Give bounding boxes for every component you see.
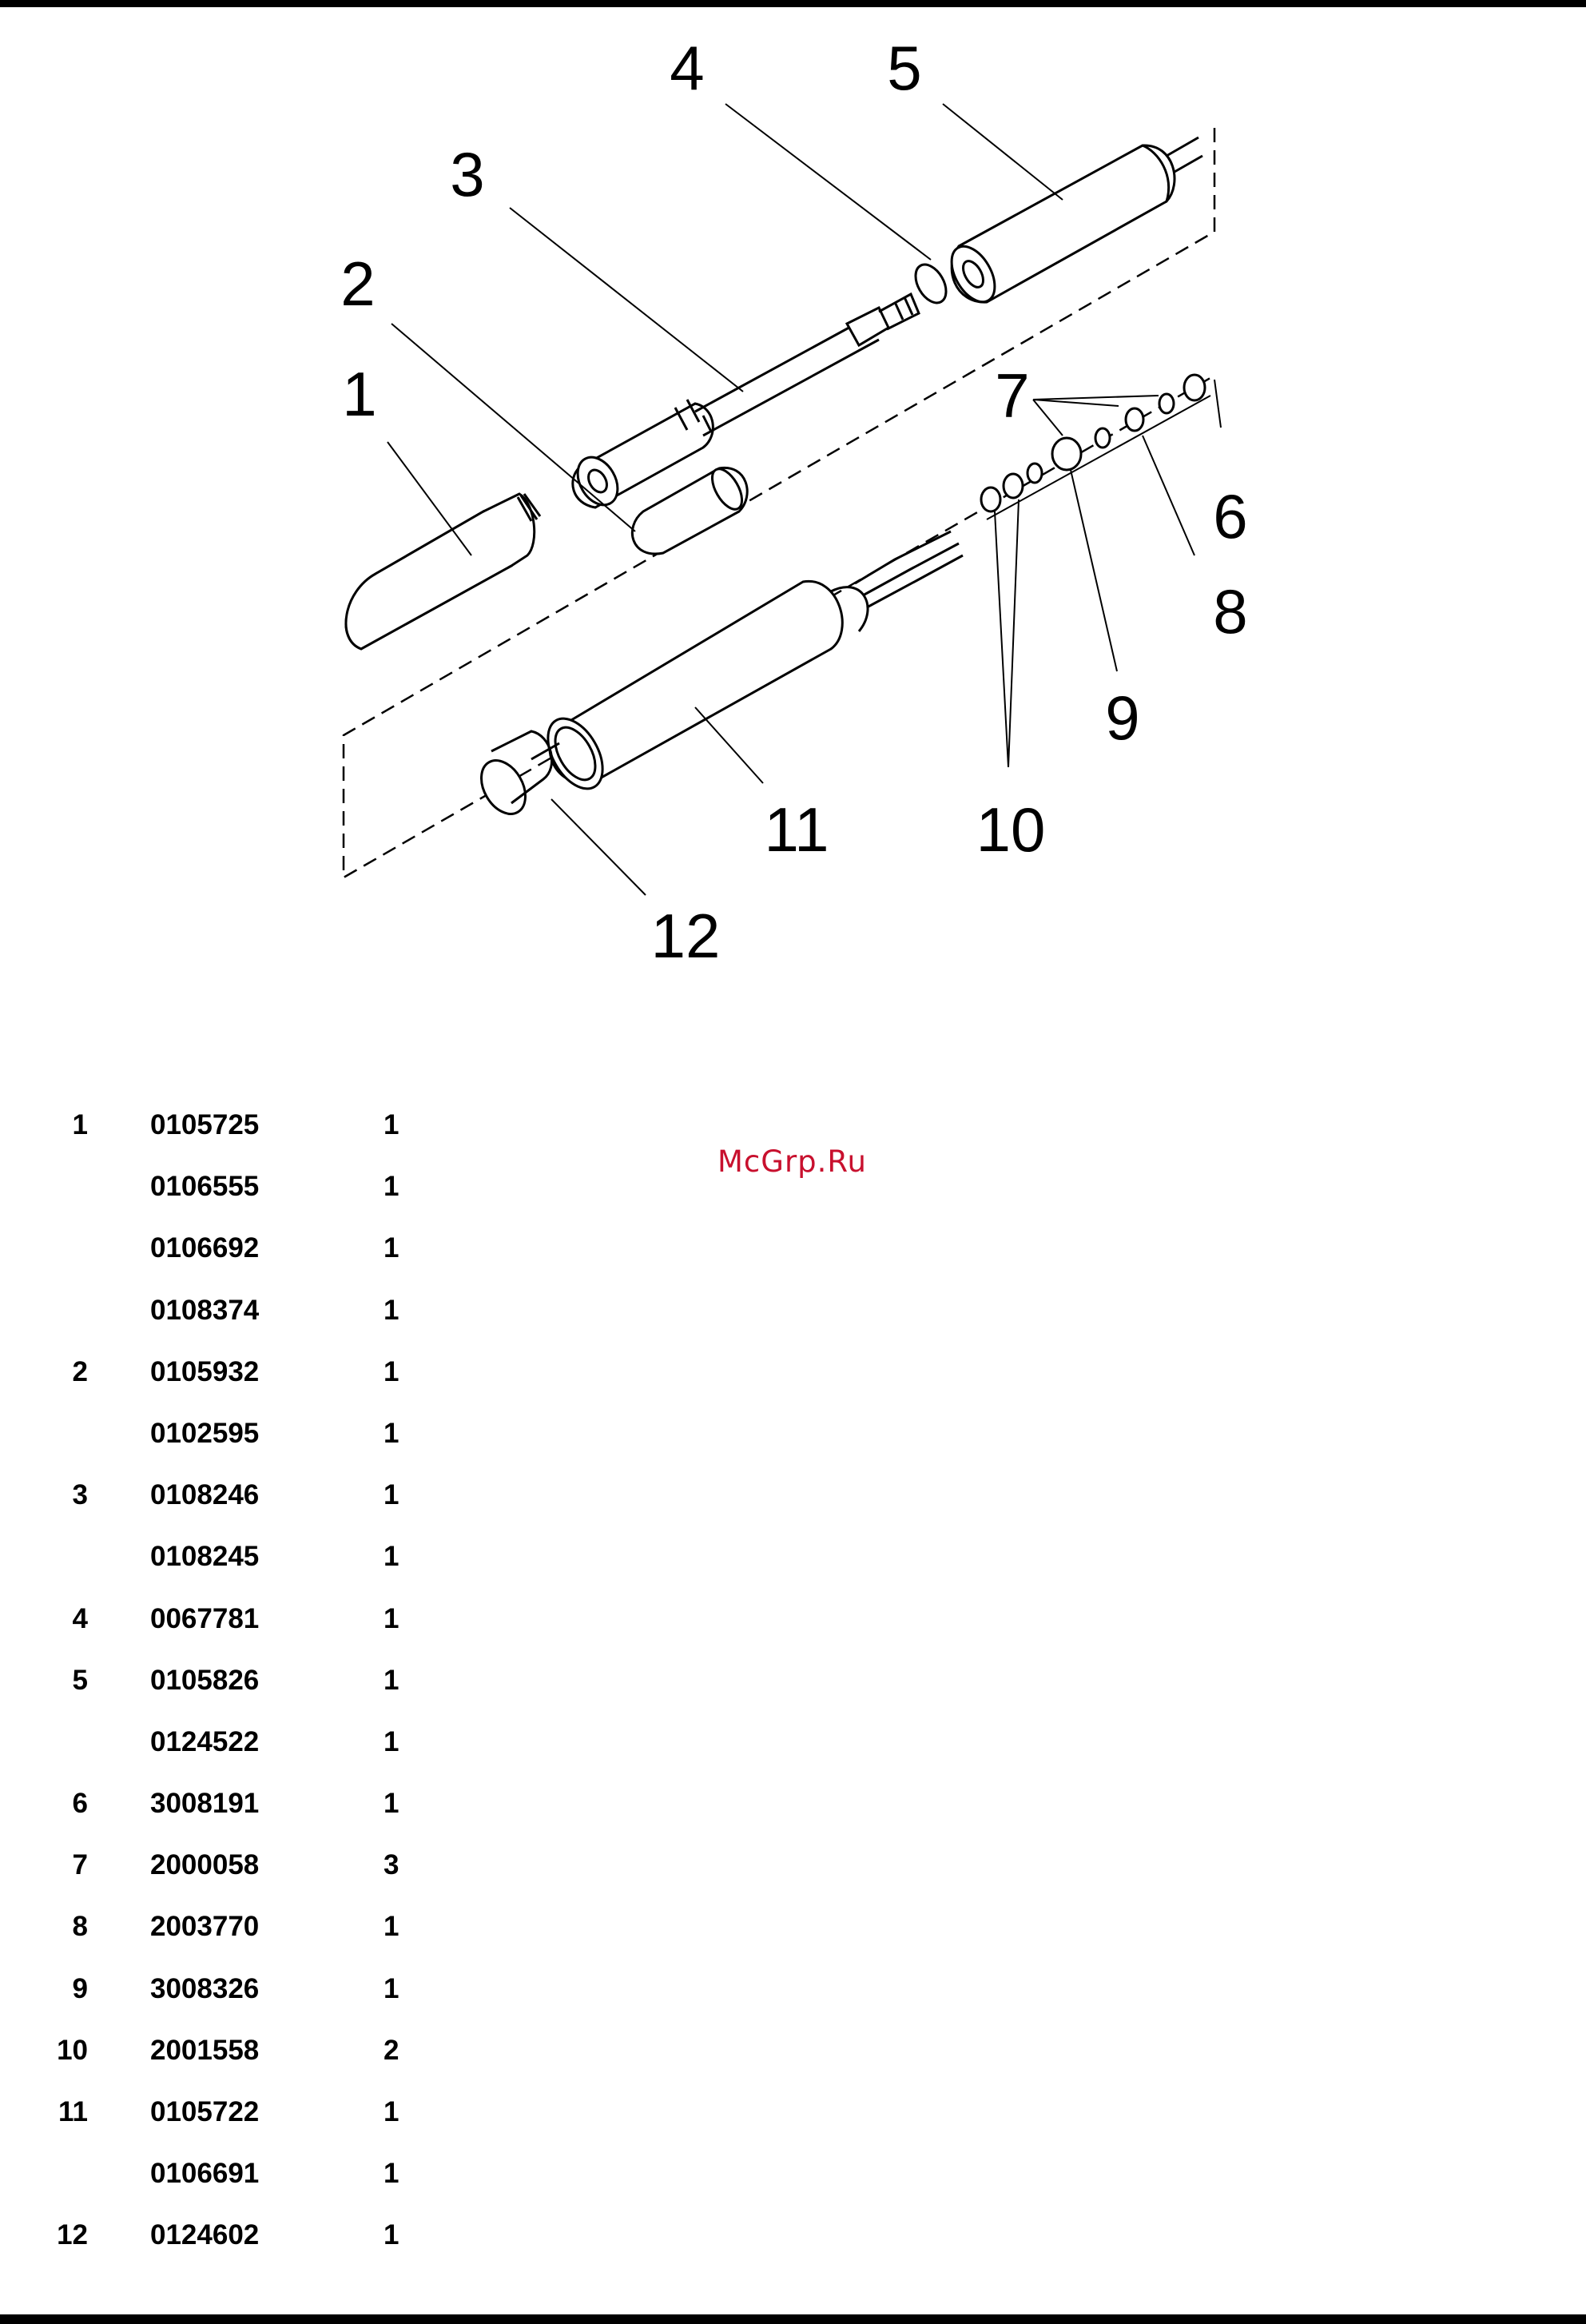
item-number: 4 [32, 1603, 88, 1635]
parts-row: 0106691 1 [32, 2150, 447, 2211]
part-number: 0105932 [150, 1356, 259, 1388]
parts-row: 10 2001558 2 [32, 2027, 447, 2088]
part-number: 3008326 [150, 1973, 259, 2005]
quantity: 1 [384, 1356, 431, 1388]
part-number: 0108245 [150, 1541, 259, 1573]
part-number: 0067781 [150, 1603, 259, 1635]
quantity: 1 [384, 1603, 431, 1635]
exploded-view-diagram: 1 2 3 4 5 6 7 8 9 10 11 12 [0, 0, 1586, 983]
part-number: 2001558 [150, 2035, 259, 2067]
callout-12: 12 [651, 901, 721, 971]
parts-row: 0106692 1 [32, 1224, 447, 1286]
quantity: 1 [384, 1418, 431, 1450]
parts-row: 11 0105722 1 [32, 2088, 447, 2150]
callout-11: 11 [765, 794, 829, 865]
item-number: 7 [32, 1849, 88, 1881]
part-number: 2000058 [150, 1849, 259, 1881]
part-9-bushing [1052, 438, 1081, 470]
part-5-stator-housing [943, 137, 1202, 309]
parts-row: 12 0124602 1 [32, 2211, 447, 2273]
part-11-motor-body [537, 531, 963, 798]
bottom-rule [0, 2314, 1586, 2324]
callout-4: 4 [670, 33, 704, 103]
part-number: 0124602 [150, 2219, 259, 2251]
quantity: 1 [384, 1726, 431, 1758]
part-number: 0102595 [150, 1418, 259, 1450]
quantity: 1 [384, 1541, 431, 1573]
part-number: 0106691 [150, 2158, 259, 2190]
part-number: 0105722 [150, 2096, 259, 2128]
part-number: 0108246 [150, 1479, 259, 1511]
item-number: 9 [32, 1973, 88, 2005]
parts-row: 1 0105725 1 [32, 1101, 447, 1163]
parts-row: 9 3008326 1 [32, 1965, 447, 2027]
quantity: 1 [384, 1295, 431, 1327]
item-number: 3 [32, 1479, 88, 1511]
parts-row: 0124522 1 [32, 1718, 447, 1780]
callout-9: 9 [1105, 682, 1139, 753]
quantity: 3 [384, 1849, 431, 1881]
part-12-end-plug [472, 731, 559, 822]
parts-row: 7 2000058 3 [32, 1841, 447, 1903]
callout-8: 8 [1213, 576, 1247, 647]
item-number: 6 [32, 1788, 88, 1820]
item-number: 12 [32, 2219, 88, 2251]
parts-row: 4 0067781 1 [32, 1595, 447, 1657]
watermark: McGrp.Ru [717, 1144, 867, 1179]
quantity: 1 [384, 1973, 431, 2005]
quantity: 2 [384, 2035, 431, 2067]
quantity: 1 [384, 1232, 431, 1264]
part-number: 0108374 [150, 1295, 259, 1327]
part-number: 0105725 [150, 1109, 259, 1141]
quantity: 1 [384, 2096, 431, 2128]
callout-7: 7 [995, 360, 1029, 431]
part-number: 0124522 [150, 1726, 259, 1758]
parts-row: 5 0105826 1 [32, 1657, 447, 1718]
quantity: 1 [384, 2158, 431, 2190]
part-number: 0106692 [150, 1232, 259, 1264]
item-number: 10 [32, 2035, 88, 2067]
parts-row: 0108245 1 [32, 1533, 447, 1594]
callout-2: 2 [340, 249, 375, 319]
part-8-washer [1126, 408, 1143, 431]
item-number: 11 [32, 2096, 88, 2128]
callout-3: 3 [450, 139, 484, 209]
part-number: 3008191 [150, 1788, 259, 1820]
part-number: 0106555 [150, 1171, 259, 1203]
parts-row: 0108374 1 [32, 1287, 447, 1348]
parts-row: 6 3008191 1 [32, 1780, 447, 1841]
callout-5: 5 [887, 33, 921, 103]
parts-row: 0106555 1 [32, 1163, 447, 1224]
parts-row: 0102595 1 [32, 1410, 447, 1471]
part-6-nut [1184, 375, 1205, 400]
parts-row: 8 2003770 1 [32, 1903, 447, 1964]
callout-10: 10 [976, 794, 1046, 865]
parts-row: 3 0108246 1 [32, 1471, 447, 1533]
quantity: 1 [384, 1911, 431, 1943]
quantity: 1 [384, 1788, 431, 1820]
item-number: 8 [32, 1911, 88, 1943]
item-number: 1 [32, 1109, 88, 1141]
part-number: 0105826 [150, 1665, 259, 1697]
part-4-retaining-ring [909, 259, 952, 308]
callout-1: 1 [342, 359, 376, 429]
quantity: 1 [384, 2219, 431, 2251]
part-10-nut [1004, 474, 1023, 498]
quantity: 1 [384, 1171, 431, 1203]
quantity: 1 [384, 1665, 431, 1697]
callout-6: 6 [1213, 481, 1247, 551]
parts-row: 2 0105932 1 [32, 1348, 447, 1410]
quantity: 1 [384, 1109, 431, 1141]
item-number: 2 [32, 1356, 88, 1388]
item-number: 5 [32, 1665, 88, 1697]
quantity: 1 [384, 1479, 431, 1511]
part-number: 2003770 [150, 1911, 259, 1943]
